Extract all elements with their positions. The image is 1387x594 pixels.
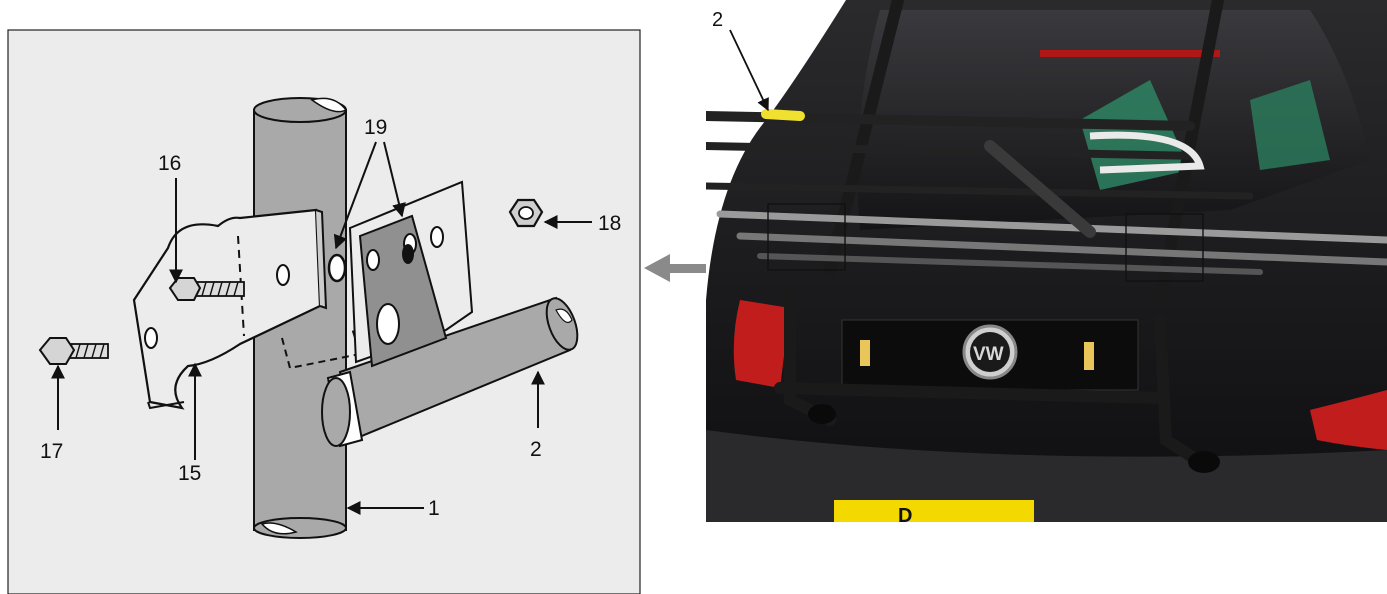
label-short-bolt: 17	[40, 440, 63, 463]
tail-light-right	[1310, 390, 1387, 450]
rack-bars	[706, 109, 1387, 275]
hidden-outline	[281, 327, 362, 370]
short-bolt	[38, 337, 109, 365]
vw-badge-text: VW	[973, 344, 1004, 365]
nut	[508, 198, 544, 228]
photo-callout-label: 2	[712, 9, 723, 31]
label-clamp-plate: 15	[178, 462, 201, 485]
highlight-box-right	[1125, 213, 1204, 282]
plate-text: D	[898, 505, 912, 527]
drawing-panel: 16 19 18 17 15 2 1	[7, 29, 641, 594]
clamp-plate	[132, 208, 328, 410]
arm-tube	[321, 296, 579, 448]
label-frame-tube: 1	[428, 497, 440, 520]
car-photo: D VW	[706, 0, 1387, 527]
gusset-bracket	[348, 180, 474, 368]
number-plate	[834, 500, 1034, 522]
label-washers: 19	[364, 116, 387, 139]
brake-light	[1040, 50, 1220, 57]
highlight-box-left	[767, 203, 846, 271]
long-bolt	[168, 277, 245, 301]
washers	[327, 249, 380, 283]
label-long-bolt: 16	[158, 152, 181, 175]
photo-callout-arrow	[729, 29, 769, 112]
tail-light-left	[733, 300, 790, 388]
leader-arrows	[51, 141, 592, 515]
label-nut: 18	[598, 212, 621, 235]
label-arm-tube: 2	[530, 438, 542, 461]
